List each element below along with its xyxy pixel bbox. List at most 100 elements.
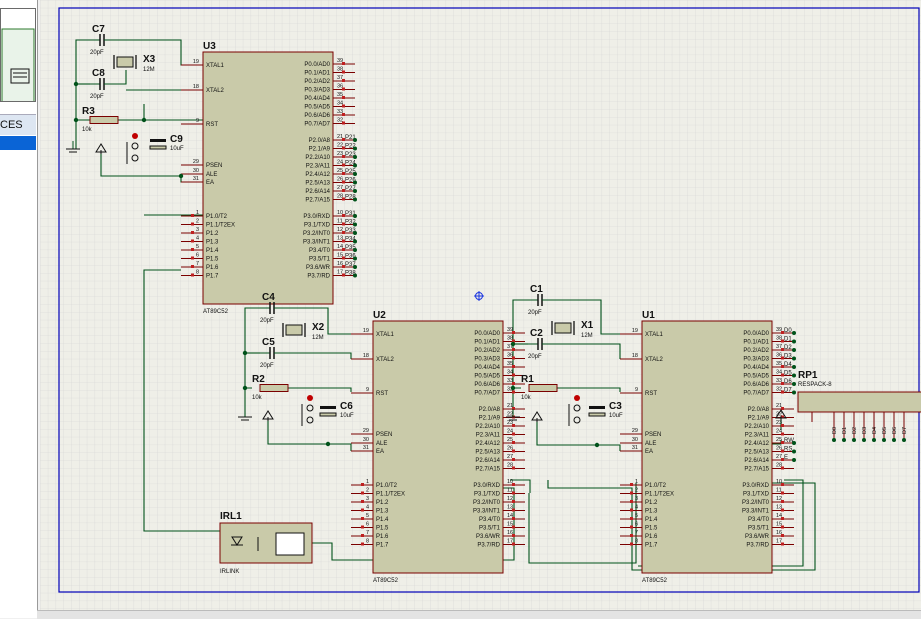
ground-symbol: [238, 409, 252, 421]
resistor-body[interactable]: [259, 384, 289, 392]
pin-marker: [342, 189, 345, 192]
net-label: P27: [345, 186, 356, 192]
pin-number: 36: [507, 353, 513, 359]
pin-number: 28: [776, 463, 782, 469]
net-label: P23: [345, 152, 356, 158]
cap-value: 20pF: [528, 354, 542, 360]
mcu-body[interactable]: [372, 320, 504, 574]
mcu-body[interactable]: [641, 320, 773, 574]
pin-marker: [191, 273, 194, 277]
reset-button[interactable]: [301, 395, 314, 426]
button-led: [307, 395, 313, 401]
wire: [114, 70, 127, 85]
pin-name: P0.1/AD1: [304, 71, 330, 77]
pin-name: PSEN: [206, 163, 222, 169]
pin-number: 28: [507, 463, 513, 469]
mcu-u1[interactable]: U1AT89C5219XTAL118XTAL29RST29PSEN30ALE31…: [620, 310, 796, 584]
pin-marker: [361, 534, 364, 537]
pin-name: XTAL2: [645, 357, 664, 363]
junction-dot: [842, 438, 846, 442]
reset-button[interactable]: [126, 133, 139, 164]
respack-body[interactable]: [797, 391, 921, 413]
pin-number: 16: [776, 530, 782, 536]
pin-number: 29: [193, 159, 199, 165]
pin-name: P0.5/AD5: [304, 105, 330, 111]
pin-name: P3.6/WR: [306, 265, 331, 271]
pin-name: P1.0/T2: [376, 483, 398, 489]
mcu-u3[interactable]: U3AT89C5219XTAL118XTAL29RST29PSEN30ALE31…: [181, 41, 357, 315]
pin-number: 38: [776, 336, 782, 342]
pin-name: P2.3/A11: [306, 164, 331, 170]
pin-name: P0.5/AD5: [474, 374, 500, 380]
resistor-body[interactable]: [528, 384, 558, 392]
elcap-value: 10uF: [609, 413, 623, 419]
pin-number: 22: [337, 143, 343, 149]
pin-name: P2.0/A8: [479, 407, 501, 413]
net-label: P36: [345, 254, 356, 260]
pin-marker: [342, 104, 345, 108]
pin-number: 18: [632, 353, 638, 359]
pin-name: P1.5: [206, 257, 219, 263]
pin-number: 26: [776, 446, 782, 452]
crystal-body[interactable]: [116, 56, 134, 68]
origin-marker[interactable]: [474, 291, 484, 301]
wire: [143, 269, 220, 532]
res-value: 10k: [521, 395, 532, 401]
pin-number: 29: [632, 428, 638, 434]
mcu-u2[interactable]: U2AT89C5219XTAL118XTAL29RST29PSEN30ALE31…: [351, 310, 525, 584]
pin-name: P1.3: [206, 240, 219, 246]
crystal-body[interactable]: [554, 322, 572, 334]
pin-number: 31: [363, 445, 369, 451]
devices-tab[interactable]: CES: [0, 114, 36, 136]
pin-name: P3.7/RD: [746, 543, 769, 549]
device-list-selected-item[interactable]: [0, 136, 36, 150]
device-list[interactable]: [0, 135, 36, 609]
pin-number: 32: [337, 118, 343, 124]
pin-name: P2.6/A14: [475, 458, 500, 464]
pin-number: 21: [507, 403, 513, 409]
pin-number: 2: [635, 488, 638, 494]
pin-number: 25: [776, 437, 782, 443]
overview-preview[interactable]: [0, 8, 36, 108]
net-label: P34: [345, 237, 356, 243]
power-symbol: [262, 410, 274, 421]
pin-marker: [512, 356, 515, 360]
pin-name: P0.3/AD3: [474, 357, 500, 363]
reset-button[interactable]: [568, 395, 581, 426]
pin-number: 34: [337, 101, 343, 107]
pin-marker: [630, 483, 633, 486]
bottom-scroll-strip[interactable]: [37, 610, 921, 619]
pin-number: 12: [776, 496, 782, 502]
junction-dot: [510, 341, 516, 347]
pin-name: P1.0/T2: [645, 483, 667, 489]
mcu-body[interactable]: [202, 51, 334, 305]
ground-symbol: [66, 141, 80, 153]
net-label: D6: [784, 379, 792, 385]
respack-pin-label: D7: [902, 427, 908, 434]
pin-name: ALE: [206, 172, 217, 178]
respack-pin-label: D2: [852, 427, 858, 434]
res-ref: R2: [252, 374, 265, 385]
net-label: P33: [345, 228, 356, 234]
crystal-body[interactable]: [285, 324, 303, 336]
resistor-body[interactable]: [89, 116, 119, 124]
pin-number: 13: [776, 505, 782, 511]
